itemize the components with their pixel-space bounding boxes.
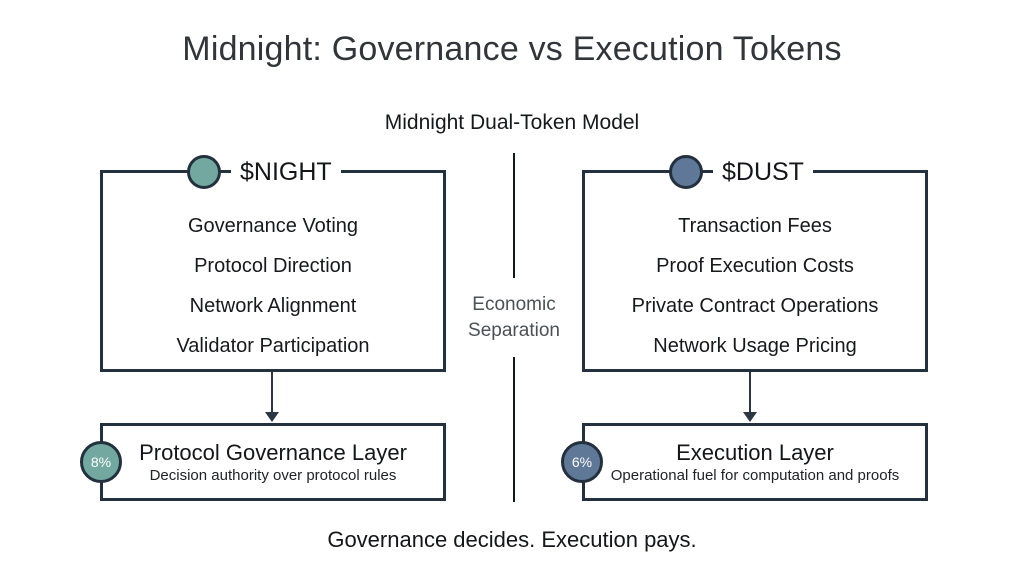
dust-item-list: Transaction Fees Proof Execution Costs P… xyxy=(585,206,925,366)
slide-caption: Governance decides. Execution pays. xyxy=(327,527,697,552)
divider-line-bottom xyxy=(513,357,515,502)
dust-token-label: $DUST xyxy=(713,155,813,189)
dust-token-dot-icon xyxy=(669,155,703,189)
dust-down-arrow-icon xyxy=(743,372,757,422)
divider-label-line2: Separation xyxy=(468,320,560,341)
night-panel-header: $NIGHT xyxy=(187,155,341,189)
execution-layer-badge: 6% xyxy=(561,441,603,483)
dust-token-panel: $DUST Transaction Fees Proof Execution C… xyxy=(582,155,928,372)
night-item-network-alignment: Network Alignment xyxy=(189,295,357,317)
night-item-protocol-direction: Protocol Direction xyxy=(194,255,352,277)
divider-label: Economic Separation xyxy=(434,292,594,344)
night-down-arrow-icon xyxy=(265,372,279,422)
night-token-panel: $NIGHT Governance Voting Protocol Direct… xyxy=(100,155,446,372)
governance-layer-subtitle: Decision authority over protocol rules xyxy=(149,466,397,484)
slide-title: Midnight: Governance vs Execution Tokens xyxy=(182,30,842,68)
execution-layer-title: Execution Layer xyxy=(676,439,834,465)
governance-layer-title: Protocol Governance Layer xyxy=(139,439,407,465)
dust-item-proof-execution-costs: Proof Execution Costs xyxy=(656,255,854,277)
dust-panel-header: $DUST xyxy=(669,155,813,189)
dust-item-transaction-fees: Transaction Fees xyxy=(678,215,832,237)
divider-line-top xyxy=(513,153,515,278)
protocol-governance-layer-box: Protocol Governance Layer Decision autho… xyxy=(100,423,446,501)
night-item-validator-participation: Validator Participation xyxy=(176,335,370,357)
diagram-subtitle: Midnight Dual-Token Model xyxy=(384,111,640,134)
night-item-list: Governance Voting Protocol Direction Net… xyxy=(103,206,443,366)
night-token-dot-icon xyxy=(187,155,221,189)
governance-layer-badge: 8% xyxy=(80,441,122,483)
divider-label-line1: Economic xyxy=(472,294,556,315)
dust-item-network-usage-pricing: Network Usage Pricing xyxy=(653,335,857,357)
night-item-governance-voting: Governance Voting xyxy=(187,215,359,237)
execution-layer-subtitle: Operational fuel for computation and pro… xyxy=(610,466,900,484)
night-token-label: $NIGHT xyxy=(231,155,341,189)
dust-item-private-contract-operations: Private Contract Operations xyxy=(631,295,879,317)
execution-layer-box: Execution Layer Operational fuel for com… xyxy=(582,423,928,501)
